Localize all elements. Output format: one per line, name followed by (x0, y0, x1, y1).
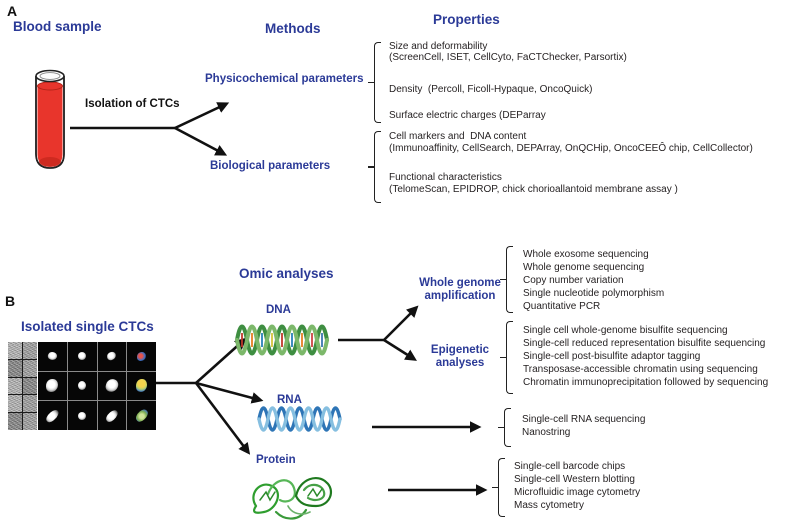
ctc-cell-thumbnail (38, 401, 67, 430)
rna-label: RNA (277, 394, 302, 406)
ctc-cell-thumbnail (97, 371, 127, 401)
dna-helix-icon (235, 324, 329, 356)
rna-list: Single-cell RNA sequencing Nanostring (522, 413, 645, 439)
list-item: Whole exosome sequencing (523, 249, 649, 260)
list-item: Chromatin immunoprecipitation followed b… (523, 377, 769, 388)
list-item: Single-cell post-bisulfite adaptor taggi… (523, 351, 701, 362)
property-line: Size and deformability (389, 41, 488, 52)
property-line: (ScreenCell, ISET, CellCyto, FaCTChecker… (389, 52, 627, 63)
property-line: Surface electric charges (DEParray (389, 110, 546, 121)
epigenetic-bracket (500, 321, 513, 394)
ctc-cell-thumbnail (67, 401, 97, 430)
ctc-cell-thumbnail (127, 342, 156, 371)
omic-analyses-title: Omic analyses (239, 266, 334, 281)
rna-helix-icon (257, 406, 342, 432)
property-line: Density (Percoll, Ficoll-Hypaque, OncoQu… (389, 84, 593, 95)
isolation-arrow-label: Isolation of CTCs (85, 98, 180, 110)
epigenetic-list: Single cell whole-genome bisulfite seque… (523, 324, 768, 389)
list-item: Quantitative PCR (523, 301, 601, 312)
protein-structure-icon (252, 477, 333, 520)
biological-bracket (368, 131, 381, 203)
ctc-cell-thumbnail (127, 401, 156, 430)
property-line: (TelomeScan, EPIDROP, chick chorioallant… (389, 184, 678, 195)
dna-label: DNA (266, 304, 291, 316)
ctc-cell-thumbnail (97, 401, 127, 430)
property-line: Cell markers and DNA content (389, 131, 527, 142)
property-line: Functional characteristics (389, 172, 502, 183)
ctc-image-grid (8, 342, 156, 430)
panel-a-letter: A (7, 3, 18, 19)
list-item: Microfluidic image cytometry (514, 487, 641, 498)
protein-arrow (388, 484, 488, 496)
wga-bracket (500, 246, 513, 313)
dna-fork-arrow (338, 305, 419, 361)
biological-label: Biological parameters (210, 160, 331, 172)
rna-arrow (372, 421, 482, 433)
properties-title: Properties (433, 12, 500, 27)
omics-fork-arrow (156, 337, 264, 455)
blood-sample-title: Blood sample (13, 19, 102, 34)
rna-bracket (498, 408, 511, 447)
list-item: Mass cytometry (514, 500, 585, 511)
list-item: Whole genome sequencing (523, 262, 645, 273)
epigenetic-label: Epigenetic analyses (430, 344, 490, 369)
panel-b-letter: B (5, 293, 16, 309)
ctc-cell-thumbnail (67, 342, 97, 371)
protein-list: Single-cell barcode chips Single-cell We… (514, 460, 640, 512)
physicochemical-label: Physicochemical parameters (205, 73, 364, 85)
isolation-fork-arrow (70, 102, 230, 156)
list-item: Transposase-accessible chromatin using s… (523, 364, 758, 375)
methods-title: Methods (265, 21, 321, 36)
ctc-cell-thumbnail (127, 371, 156, 401)
wga-list: Whole exosome sequencing Whole genome se… (523, 248, 664, 313)
physicochemical-bracket (368, 42, 381, 123)
ctc-cell-thumbnail (97, 342, 127, 371)
protein-bracket (492, 458, 505, 517)
ctc-scan-strip (8, 342, 37, 430)
property-line: (Immunoaffinity, CellSearch, DEPArray, O… (389, 143, 753, 154)
isolated-ctcs-title: Isolated single CTCs (21, 319, 154, 334)
list-item: Single-cell RNA sequencing (522, 414, 646, 425)
ctc-cell-thumbnail (38, 371, 67, 401)
protein-label: Protein (256, 454, 296, 466)
list-item: Single cell whole-genome bisulfite seque… (523, 325, 728, 336)
list-item: Single-cell barcode chips (514, 461, 626, 472)
ctc-cell-thumbnails (38, 342, 156, 430)
blood-tube-icon (35, 69, 65, 169)
wga-label: Whole genome amplification (419, 277, 501, 302)
ctc-cell-thumbnail (67, 371, 97, 401)
list-item: Single nucleotide polymorphism (523, 288, 665, 299)
list-item: Single-cell reduced representation bisul… (523, 338, 766, 349)
list-item: Nanostring (522, 427, 571, 438)
ctc-cell-thumbnail (38, 342, 67, 371)
list-item: Copy number variation (523, 275, 624, 286)
list-item: Single-cell Western blotting (514, 474, 635, 485)
